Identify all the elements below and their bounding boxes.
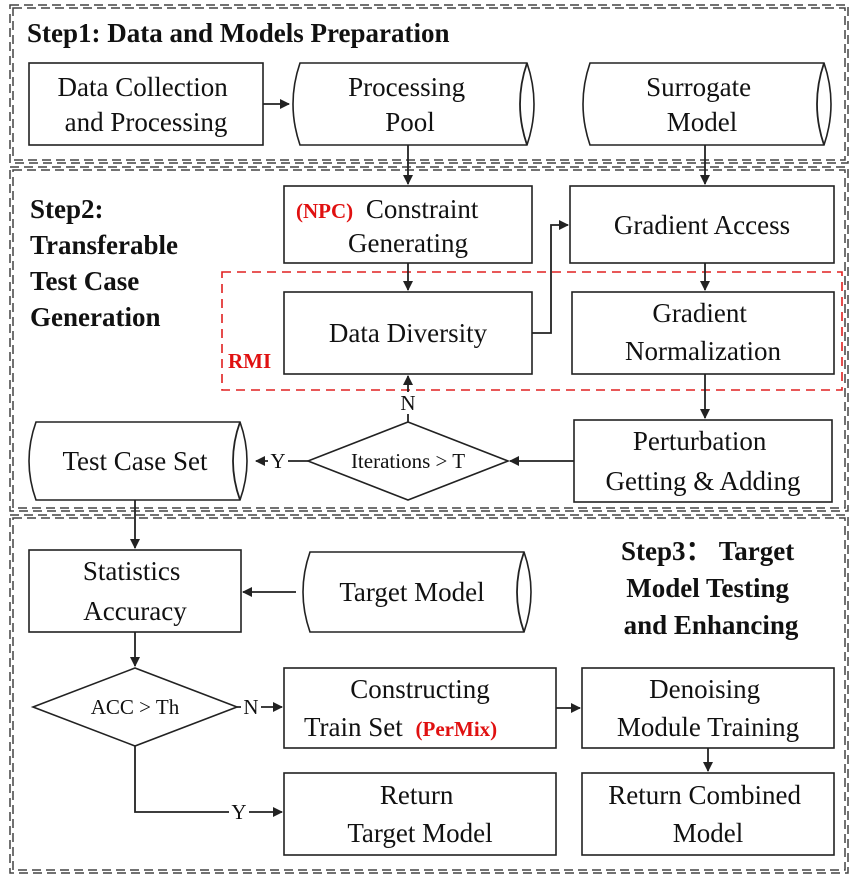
svg-text:Return Target Model: Return Target Model [347, 780, 492, 848]
svg-text:Train Set (PerMix): Train Set (PerMix) [304, 712, 497, 742]
constraint-line-1: Constraint [366, 194, 479, 224]
data-collection-line-2: and Processing [65, 107, 228, 137]
denoising-training-box: Denoising Module Training [581, 667, 835, 749]
svg-text:Processing Pool: Processing Pool [348, 72, 472, 137]
permix-tag: (PerMix) [416, 717, 498, 741]
label-bg-iter-yes [268, 450, 288, 472]
acc-yes-label: Y [231, 800, 246, 824]
step1-title: Step1: Data and Models Preparation [27, 18, 450, 48]
surrogate-model-cylinder: Surrogate Model [582, 62, 832, 146]
svg-text:Gradient Normalization: Gradient Normalization [625, 298, 781, 366]
step2-section [9, 166, 849, 512]
return-target-model-box: Return Target Model [283, 772, 557, 856]
perturbation-line-1: Perturbation [633, 426, 767, 456]
acc-no-label: N [243, 695, 258, 719]
edge-acc-yes-to-return [134, 746, 283, 817]
step1-section [9, 4, 849, 164]
denoising-line-2: Module Training [617, 712, 799, 742]
gradient-access-box: Gradient Access [569, 185, 835, 264]
processing-pool-line-2: Pool [385, 107, 435, 137]
processing-pool-cylinder: Processing Pool [292, 62, 535, 146]
svg-text:Statistics Accuracy: Statistics Accuracy [83, 556, 187, 626]
step3-section [9, 514, 849, 874]
gradient-normalization-line-2: Normalization [625, 336, 781, 366]
return-combined-line-1: Return Combined [608, 780, 801, 810]
data-diversity-box: Data Diversity [283, 291, 533, 375]
perturbation-line-2: Getting & Adding [606, 466, 801, 496]
constructing-line-2: Train Set [304, 712, 403, 742]
constraint-line-2: Generating [348, 228, 468, 258]
constructing-train-set-box: Constructing Train Set (PerMix) [283, 667, 557, 749]
surrogate-model-line-2: Model [667, 107, 738, 137]
iterations-decision-label: Iterations > T [351, 449, 465, 473]
statistics-line-1: Statistics [83, 556, 181, 586]
label-bg-acc-yes [229, 801, 249, 823]
step3-title: Step3： Target Model Testing and Enhancin… [621, 536, 801, 640]
denoising-line-1: Denoising [649, 674, 760, 704]
return-combined-model-box: Return Combined Model [581, 772, 835, 856]
constraint-generating-box: (NPC) Constraint Generating [283, 185, 533, 264]
svg-text:Data Collection and Proc: Data Collection and Processing [58, 72, 235, 137]
target-model-label: Target Model [339, 577, 484, 607]
step3-title-line-2: Model Testing [626, 573, 789, 603]
test-case-set-label: Test Case Set [62, 446, 208, 476]
svg-text:(NPC) Constraint: (NPC) Constraint [296, 194, 479, 224]
return-combined-line-2: Model [673, 818, 744, 848]
iterations-yes-label: Y [270, 449, 285, 473]
acc-decision-label: ACC > Th [91, 695, 180, 719]
svg-text:Denoising Module Trainin: Denoising Module Training [617, 674, 799, 742]
label-bg-iter-no [397, 392, 419, 414]
step3-title-line-1: Step3： Target [621, 536, 794, 566]
data-collection-line-1: Data Collection [58, 72, 229, 102]
step2-title-line-4: Generation [30, 302, 160, 332]
svg-text:Surrogate Model: Surrogate Model [646, 72, 758, 137]
target-model-cylinder: Target Model [302, 551, 532, 633]
svg-text:Perturbation Getting & A: Perturbation Getting & Adding [606, 426, 801, 496]
step2-title-line-2: Transferable [30, 230, 178, 260]
step2-title-line-3: Test Case [30, 266, 139, 296]
test-case-set-cylinder: Test Case Set [28, 421, 248, 501]
label-bg-acc-no [241, 696, 261, 718]
edge-diversity-to-gradient-access [532, 220, 569, 334]
constructing-line-1: Constructing [350, 674, 490, 704]
step2-title: Step2: Transferable Test Case Generation [30, 194, 185, 332]
gradient-normalization-line-1: Gradient [652, 298, 747, 328]
surrogate-model-line-1: Surrogate [646, 72, 751, 102]
statistics-line-2: Accuracy [83, 596, 187, 626]
data-diversity-label: Data Diversity [329, 318, 488, 348]
return-target-line-1: Return [380, 780, 454, 810]
rmi-region [221, 271, 843, 391]
step3-title-line-3: and Enhancing [624, 610, 799, 640]
acc-decision: ACC > Th [30, 667, 240, 747]
iterations-no-label: N [400, 391, 415, 415]
rmi-label: RMI [228, 349, 271, 373]
processing-pool-line-1: Processing [348, 72, 465, 102]
return-target-line-2: Target Model [347, 818, 492, 848]
npc-tag: (NPC) [296, 199, 353, 223]
iterations-decision: Iterations > T [305, 421, 511, 501]
svg-text:Return Combined Model: Return Combined Model [608, 780, 807, 848]
step2-title-line-1: Step2: [30, 194, 104, 224]
data-collection-box: Data Collection and Processing [28, 62, 264, 146]
perturbation-box: Perturbation Getting & Adding [573, 419, 833, 503]
gradient-normalization-box: Gradient Normalization [571, 291, 835, 375]
statistics-accuracy-box: Statistics Accuracy [28, 549, 242, 633]
gradient-access-label: Gradient Access [614, 210, 790, 240]
